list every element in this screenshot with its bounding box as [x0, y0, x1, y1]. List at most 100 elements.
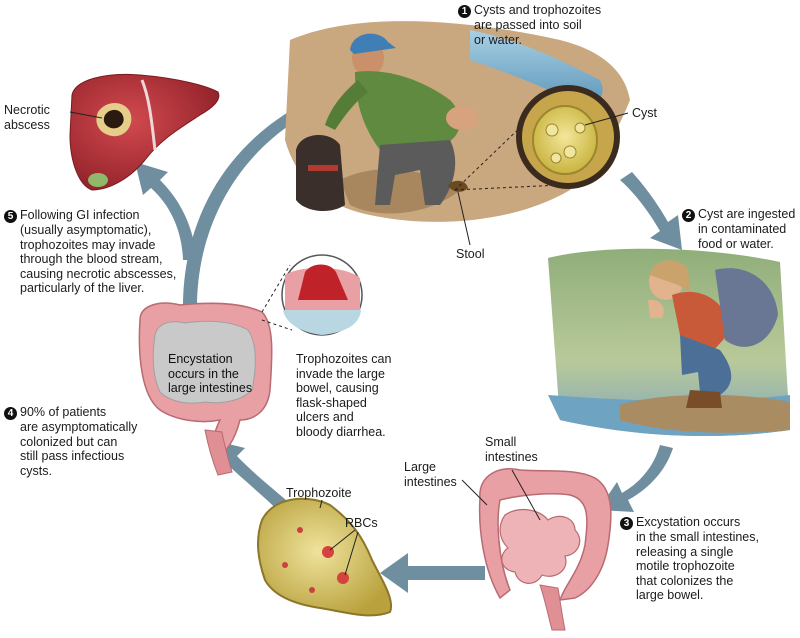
stool	[448, 180, 468, 192]
step-5-line-3: trophozoites may invade	[20, 237, 156, 252]
trophozoite-label-line	[319, 499, 323, 509]
label-necrotic-abscess-line-2: abscess	[4, 117, 50, 132]
liver-body	[69, 73, 220, 191]
label-encystation-line-2: occurs in the	[168, 366, 239, 381]
arrow-right-to-bottom	[598, 445, 673, 512]
girl-shirt	[672, 291, 732, 360]
rectum	[539, 584, 566, 631]
trophozoite-body	[257, 497, 393, 617]
step-3-line-6: large bowel.	[636, 588, 704, 602]
label-encystation: Encystation occurs in the large intestin…	[168, 352, 252, 396]
rbc-2	[337, 572, 349, 584]
label-small-intestines-line-1: Small	[485, 435, 517, 449]
step-1-line-2: are passed into soil	[474, 18, 582, 32]
drinking-scene	[548, 248, 790, 436]
rbc-4	[282, 562, 288, 568]
girl-boots	[686, 390, 722, 408]
arrow-top-to-right	[620, 172, 682, 250]
trophozoite-cell	[257, 497, 393, 617]
rbc-label-line-1	[329, 529, 356, 551]
stool-label-line	[457, 191, 471, 246]
backpack-strap	[308, 165, 338, 171]
label-large-intestines: Large intestines	[404, 460, 457, 489]
girl-backpack	[715, 268, 778, 347]
small-intestine	[499, 508, 581, 584]
label-large-intestines-line-1: Large	[404, 460, 436, 474]
label-cyst: Cyst	[632, 106, 657, 120]
step-5-line-5: causing necrotic abscesses,	[20, 266, 177, 281]
gallbladder	[88, 173, 108, 187]
step-4-number: 4	[4, 407, 17, 420]
cyst-magnified	[454, 85, 629, 191]
step-2-line-1: Cyst are ingested	[698, 207, 796, 221]
step-4-line-3: colonized but can	[20, 434, 118, 449]
label-trophozoite: Trophozoite	[286, 486, 352, 500]
label-encystation-line-1: Encystation	[168, 352, 233, 366]
step-2-number: 2	[682, 209, 695, 222]
cyst-callout-line-1	[454, 119, 529, 191]
label-necrotic-abscess-line-1: Necrotic	[4, 103, 50, 117]
ulcer-flask	[298, 264, 348, 300]
necrotic-abscess-label-line	[69, 111, 103, 119]
label-invasion-line-6: bloody diarrhea.	[296, 424, 386, 439]
step-2-line-3: food or water.	[698, 236, 774, 251]
step-1-line-3: or water.	[474, 32, 522, 47]
ulcer-callout-line-2	[261, 319, 293, 331]
label-invasion-line-2: invade the large	[296, 366, 385, 381]
rbc-3	[297, 527, 303, 533]
label-invasion-line-3: bowel, causing	[296, 381, 379, 395]
colon-lumen	[152, 320, 256, 404]
hiker-pants	[375, 140, 456, 205]
label-rbcs: RBCs	[345, 516, 378, 530]
step-4-line-4: still pass infectious	[20, 449, 125, 463]
cyst-nucleus-1	[545, 123, 559, 137]
step-3-line-1: Excystation occurs	[636, 515, 741, 529]
large-intestine	[478, 468, 612, 601]
liver-abscess-core	[103, 109, 124, 129]
step-1-line-1: Cysts and trophozoites	[474, 3, 602, 17]
step-5-line-4: through the blood stream,	[20, 252, 163, 266]
step-3-line-2: in the small intestines,	[636, 530, 759, 544]
label-encystation-line-3: large intestines	[168, 381, 253, 395]
hiker-cap	[350, 33, 396, 54]
step-4-line-1: 90% of patients	[20, 405, 107, 419]
backpack	[296, 134, 345, 212]
label-stool: Stool	[456, 247, 485, 261]
small-intestines-label-line	[511, 469, 541, 521]
step-3-number: 3	[620, 517, 633, 530]
label-invasion-line-4: flask-shaped	[296, 395, 367, 410]
ulcer-magnified	[261, 254, 363, 336]
step-3-line-5: that colonizes the	[636, 573, 734, 588]
label-large-intestines-line-2: intestines	[404, 474, 457, 489]
step-3-line-4: motile trophozoite	[636, 559, 735, 573]
step-3-line-3: releasing a single	[636, 544, 734, 559]
gi-tract	[461, 468, 612, 631]
hiker-jacket	[355, 71, 460, 150]
large-intestines-label-line	[461, 479, 488, 506]
step-5-line-1: Following GI infection	[20, 208, 140, 222]
colon-rectum	[204, 429, 233, 476]
rbc-5	[309, 587, 315, 593]
hiker-back	[446, 106, 478, 130]
label-invasion-line-1: Trophozoites can	[296, 352, 392, 366]
arrow-bottom-to-trophozoite	[380, 553, 485, 593]
step-5-line-6: particularly of the liver.	[20, 281, 145, 295]
cyst-nucleus-2	[563, 145, 577, 159]
label-small-intestines: Small intestines	[485, 435, 538, 464]
colon	[138, 302, 273, 476]
cyst-nucleus-3	[574, 122, 586, 134]
ulcer-submucosa	[283, 310, 361, 335]
girl-jeans	[680, 335, 732, 395]
cyst-nucleus-4	[550, 152, 562, 164]
arrow-trophozoite-to-colon	[212, 440, 292, 514]
cyst-label-line	[584, 112, 629, 126]
arrow-to-liver	[135, 162, 197, 260]
rock	[620, 394, 790, 433]
girl-hair	[650, 260, 690, 292]
